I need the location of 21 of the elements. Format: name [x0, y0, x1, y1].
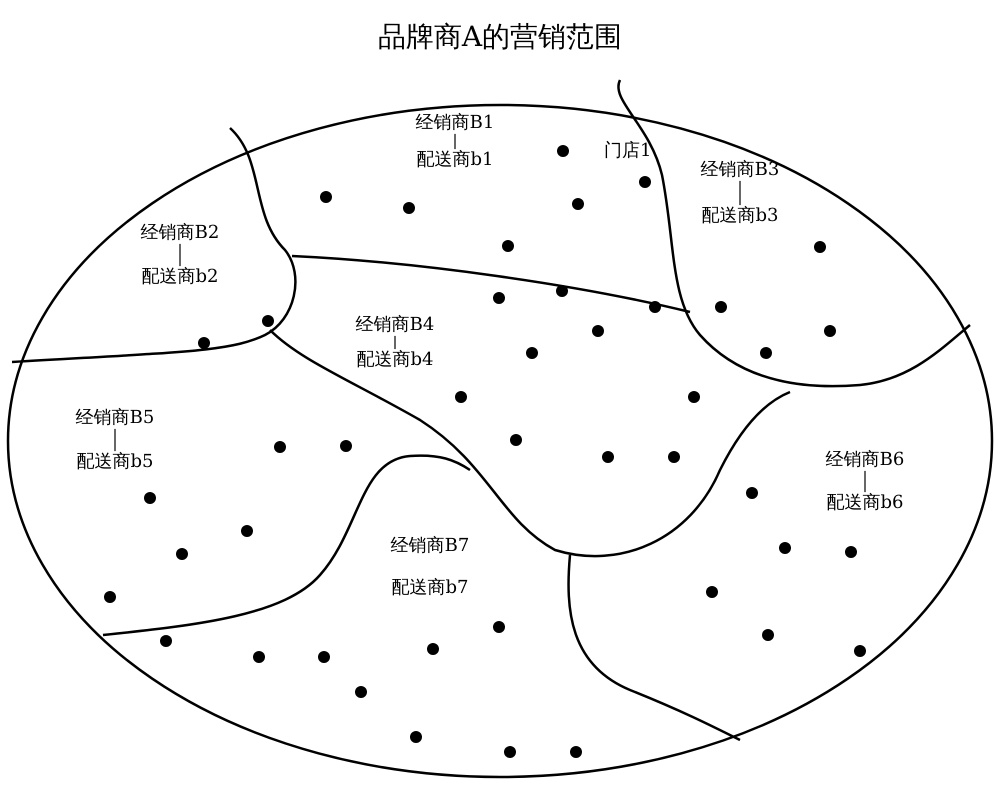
- connector-line: [114, 428, 116, 452]
- dealer-label: 经销商B6: [826, 450, 904, 470]
- dealer-label: 配送商b4: [356, 350, 434, 370]
- dealer-label: 经销商B7: [390, 536, 470, 556]
- dealer-label: 经销商B1: [416, 113, 494, 133]
- dealer-label: 配送商b5: [76, 452, 154, 472]
- title: 品牌商A的营销范围: [378, 22, 622, 53]
- dealer-label: 配送商b2: [142, 267, 218, 287]
- dealer-label: 配送商b3: [702, 206, 778, 226]
- dealer-label: 经销商B2: [140, 223, 220, 243]
- connector-line: [179, 244, 181, 266]
- dealer-label: 经销商B4: [356, 315, 434, 335]
- connector-line: [864, 470, 866, 492]
- store-label: 门店1: [604, 141, 652, 161]
- connector-line: [454, 134, 456, 150]
- connector-line: [739, 180, 741, 206]
- dealer-label: 配送商b7: [392, 578, 468, 598]
- dealer-label: 配送商b1: [416, 150, 494, 170]
- dealer-label: 经销商B5: [76, 408, 154, 428]
- connector-line: [394, 336, 396, 350]
- dealer-label: 配送商b6: [826, 493, 904, 513]
